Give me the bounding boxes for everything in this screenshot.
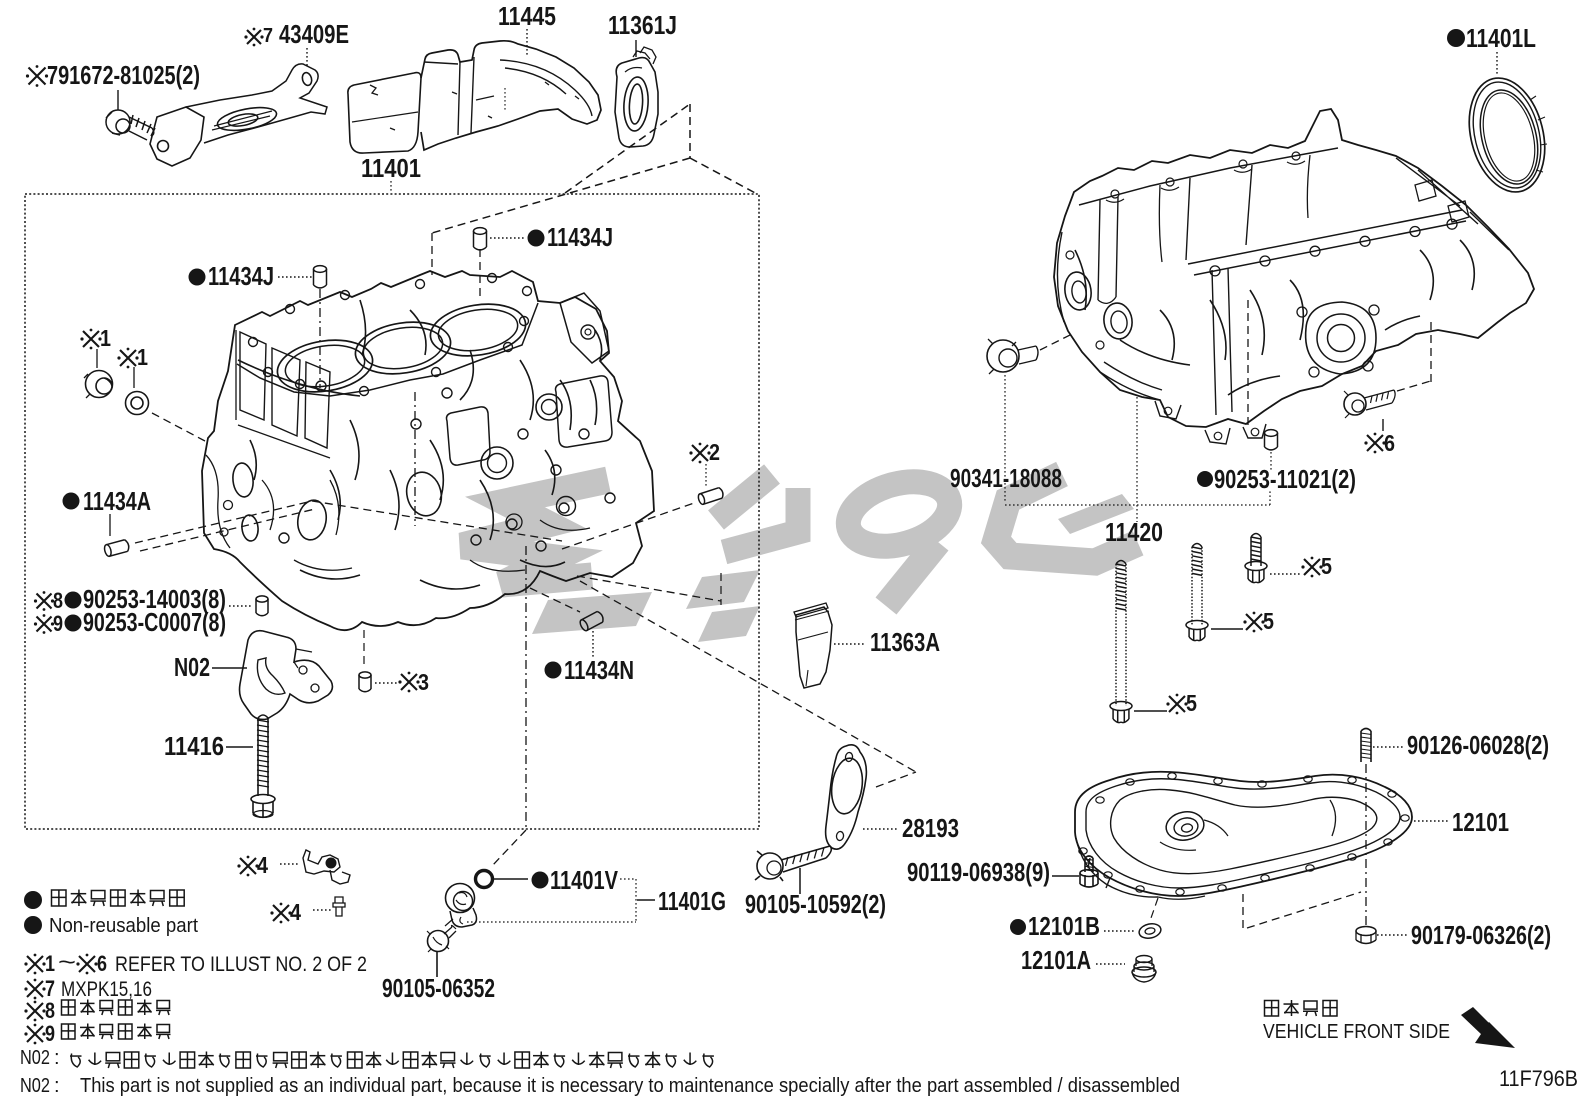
svg-text:3: 3 [418,669,429,695]
svg-text::: : [54,1047,60,1069]
svg-text:11434J: 11434J [208,261,274,291]
svg-text:90105-10592(2): 90105-10592(2) [745,889,886,919]
svg-text:90179-06326(2): 90179-06326(2) [1411,920,1551,950]
svg-text:2: 2 [709,439,720,465]
svg-text:11F796B: 11F796B [1499,1066,1578,1091]
svg-text:6: 6 [97,951,107,976]
svg-text:28193: 28193 [902,813,959,843]
svg-text:~: ~ [58,949,76,976]
svg-text:VEHICLE FRONT SIDE: VEHICLE FRONT SIDE [1263,1021,1450,1043]
svg-text:1: 1 [100,325,111,351]
svg-text:12101A: 12101A [1021,945,1091,975]
svg-text:4: 4 [290,899,301,925]
svg-text:90105-06352: 90105-06352 [382,973,495,1003]
svg-text:7: 7 [263,25,273,47]
svg-text:5: 5 [1321,553,1332,579]
svg-text:12101B: 12101B [1028,911,1100,941]
svg-text:11416: 11416 [164,731,224,761]
svg-text:11363A: 11363A [870,627,940,657]
svg-text:MXPK15,16: MXPK15,16 [61,978,152,1001]
svg-text:8: 8 [45,998,55,1023]
svg-text:4: 4 [257,852,268,878]
svg-text:90119-06938(9): 90119-06938(9) [907,857,1050,887]
svg-text:7: 7 [45,976,55,1001]
svg-text:5: 5 [1263,608,1274,634]
svg-text:11420: 11420 [1105,517,1163,547]
svg-text:8: 8 [53,588,63,613]
svg-text:11361J: 11361J [608,10,677,40]
svg-text:N02: N02 [174,652,210,682]
svg-text:11401V: 11401V [550,865,618,895]
svg-text:90253-C0007(8): 90253-C0007(8) [83,607,226,637]
svg-text:Non-reusable part: Non-reusable part [49,915,198,937]
svg-text:6: 6 [1384,430,1395,456]
svg-text:11434A: 11434A [83,486,151,516]
svg-text:43409E: 43409E [279,19,349,49]
svg-text:90253-11021(2): 90253-11021(2) [1214,464,1356,494]
svg-text:11401L: 11401L [1466,23,1536,53]
svg-text:11445: 11445 [498,1,556,31]
svg-text:5: 5 [1186,690,1197,716]
svg-text:90341-18088: 90341-18088 [950,463,1062,493]
svg-text:11434J: 11434J [547,222,613,252]
svg-text:791672-81025(2): 791672-81025(2) [47,60,200,90]
svg-text:11401G: 11401G [658,886,726,916]
svg-text::: : [54,1075,60,1097]
svg-text:90253-14003(8): 90253-14003(8) [83,584,226,614]
svg-text:N02: N02 [20,1047,50,1069]
svg-text:1: 1 [45,951,55,976]
svg-text:12101: 12101 [1452,807,1509,837]
svg-text:9: 9 [45,1021,55,1046]
svg-text:11401: 11401 [361,153,421,183]
svg-text:This part is not supplied as a: This part is not supplied as an individu… [80,1075,1180,1097]
svg-text:9: 9 [53,611,63,636]
svg-text:REFER TO ILLUST NO. 2 OF 2: REFER TO ILLUST NO. 2 OF 2 [115,953,367,976]
svg-text:1: 1 [137,344,148,370]
svg-text:N02: N02 [20,1075,50,1097]
svg-text:11434N: 11434N [564,655,634,685]
svg-text:90126-06028(2): 90126-06028(2) [1407,730,1549,760]
